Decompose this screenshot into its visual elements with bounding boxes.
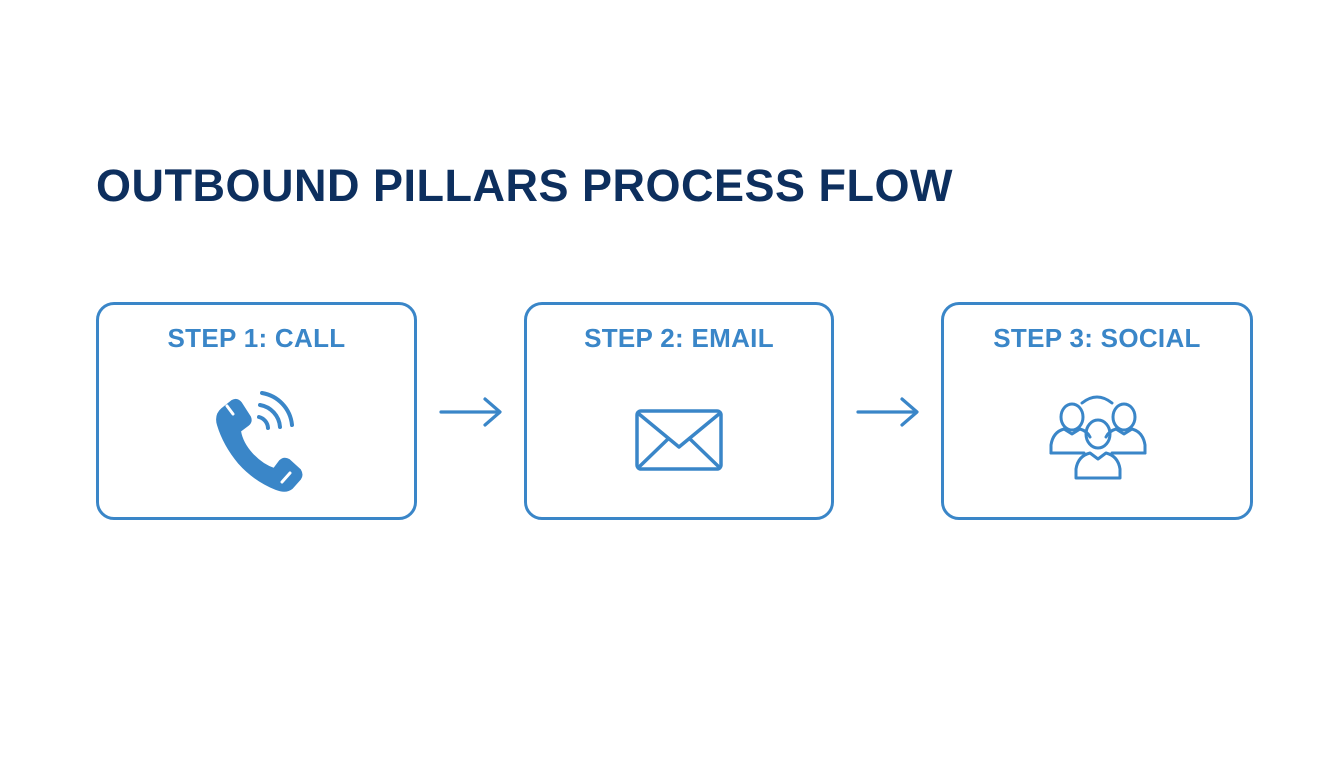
step-email: STEP 2: EMAIL [524, 302, 834, 520]
step-call: STEP 1: CALL [96, 302, 417, 520]
phone-icon [202, 387, 312, 497]
envelope-icon [624, 387, 734, 497]
step-social-label: STEP 3: SOCIAL [993, 323, 1201, 353]
step-call-label: STEP 1: CALL [167, 323, 346, 353]
people-group-icon [1042, 387, 1152, 497]
arrow-right-icon [438, 394, 504, 430]
step-email-label: STEP 2: EMAIL [584, 323, 774, 353]
arrow-right-icon [855, 394, 921, 430]
diagram-title: OUTBOUND PILLARS PROCESS FLOW [96, 160, 953, 211]
step-social: STEP 3: SOCIAL [941, 302, 1253, 520]
